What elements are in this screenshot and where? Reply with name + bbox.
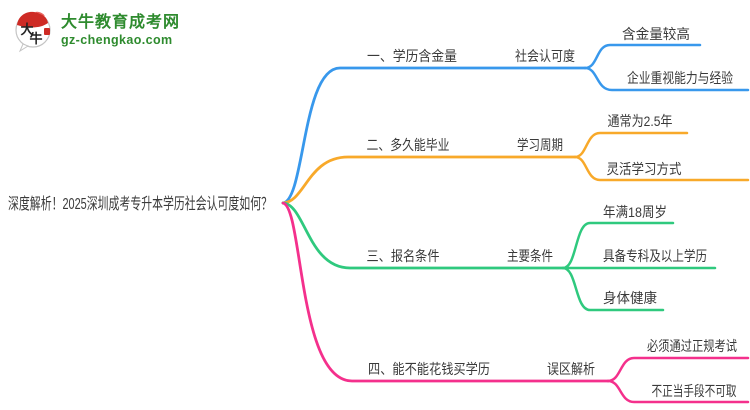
branch-1-leaf-0-label: 含金量较高	[622, 26, 690, 42]
branch-3-leaf-2-label: 身体健康	[603, 290, 657, 306]
branch-4-topic-label: 四、能不能花钱买学历	[368, 361, 490, 377]
logo-site-domain: gz-chengkao.com	[61, 32, 173, 47]
branch-3	[281, 201, 717, 312]
branch-1-leaf-0-line	[583, 43, 702, 70]
branch-3-subtopic-label: 主要条件	[507, 248, 553, 264]
branch-4-leaf-1-label: 不正当手段不可取	[652, 383, 737, 399]
branch-3-main-line	[281, 201, 565, 270]
branch-3-leaf-0-label: 年满18周岁	[603, 204, 667, 220]
branch-2-leaf-0-line	[573, 131, 689, 159]
branch-1	[281, 43, 750, 205]
central-topic-label: 深度解析！2025深圳成考专升本学历社会认可度如何？	[8, 195, 272, 213]
branch-2	[281, 131, 750, 205]
branch-4-leaf-0-line	[606, 356, 750, 383]
branch-2-main-line	[281, 155, 577, 205]
branch-2-leaf-0-label: 通常为2.5年	[608, 113, 673, 129]
site-logo[interactable]: 大 牛 大牛教育成考网 gz-chengkao.com	[13, 8, 180, 54]
branch-1-leaf-1-line	[583, 66, 750, 92]
branch-3-topic-label: 三、报名条件	[367, 248, 440, 264]
branch-3-leaf-1-label: 具备专科及以上学历	[603, 248, 707, 264]
branch-4-main-line	[281, 201, 610, 383]
branch-2-leaf-1-label: 灵活学习方式	[607, 161, 682, 177]
svg-text:牛: 牛	[29, 31, 42, 47]
branch-1-topic-label: 一、学历含金量	[367, 48, 457, 64]
branch-2-leaf-1-line	[573, 155, 750, 182]
branch-4-subtopic-label: 误区解析	[547, 361, 595, 377]
svg-text:大: 大	[20, 22, 33, 38]
branch-3-leaf-2-line	[561, 266, 665, 312]
branch-1-subtopic-label: 社会认可度	[515, 48, 575, 64]
ox-speech-bubble-logo-icon: 大 牛	[15, 11, 51, 53]
branch-1-leaf-1-label: 企业重视能力与经验	[627, 70, 733, 86]
branch-3-leaf-0-line	[561, 221, 675, 270]
branch-2-subtopic-label: 学习周期	[517, 137, 563, 153]
branch-1-main-line	[281, 66, 587, 205]
branch-4	[281, 201, 750, 404]
branch-4-leaf-1-line	[606, 379, 750, 404]
logo-site-name: 大牛教育成考网	[61, 14, 181, 32]
branch-2-topic-label: 二、多久能毕业	[367, 137, 450, 153]
branch-4-leaf-0-label: 必须通过正规考试	[647, 338, 737, 354]
